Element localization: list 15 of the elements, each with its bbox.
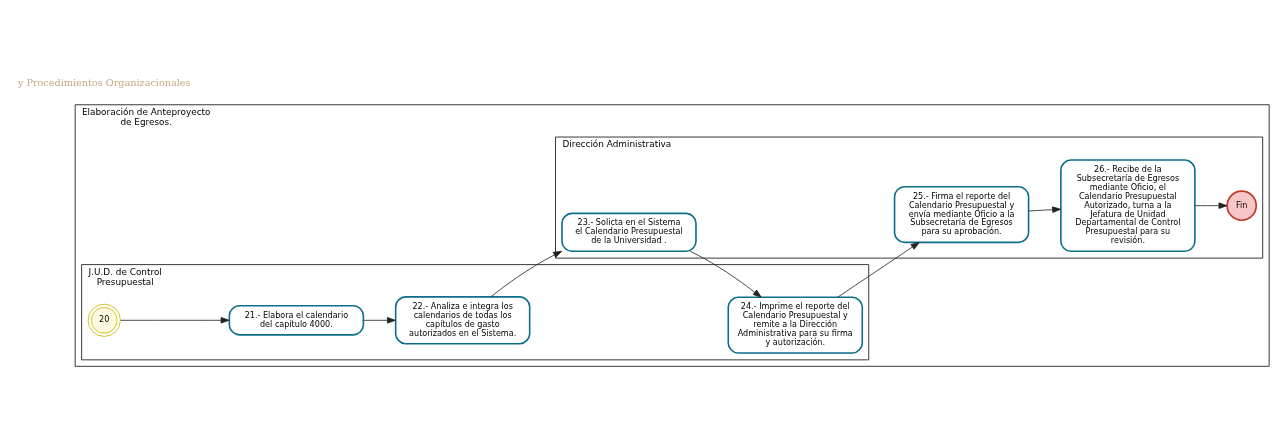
arrow xyxy=(689,250,762,298)
label: y Procedimientos Organizacionales xyxy=(17,76,191,88)
node-box: 24.- Imprime el reporte del Calendario Presupuestal y remite a la Dirección Administrativa para su firma y autorización. xyxy=(727,296,864,354)
node-box: 21.- Elabora el calendario del capítulo 4000. xyxy=(228,304,365,336)
node-box: 23.- Solicta en el Sistema el Calendario Presupuestal de la Universidad . xyxy=(561,212,697,252)
node-box: 25.- Firma el reporte del Calendario Presupuestal y envía mediante Oficio a la Subsecretaría de Egresos para su aprobación. xyxy=(893,185,1030,243)
arrow xyxy=(490,250,563,297)
arrow xyxy=(1194,201,1228,209)
node-box: 26.- Recibe de la Subsecretaría de Egresos mediante Oficio, el Calendario Presupuestal Autorizado, turna a la Jefatura de Unidad Departamental de Control Presupuestal para su revisión. xyxy=(1060,158,1196,252)
arrow xyxy=(120,316,230,324)
arrow xyxy=(363,316,396,324)
arrow xyxy=(1028,205,1062,213)
node-box: 22.- Analiza e integra los calendarios de todas los capítulos de gasto autorizados en el Sistema. xyxy=(394,295,531,344)
node-circle: Fin xyxy=(1226,189,1258,221)
arrow xyxy=(837,241,920,298)
